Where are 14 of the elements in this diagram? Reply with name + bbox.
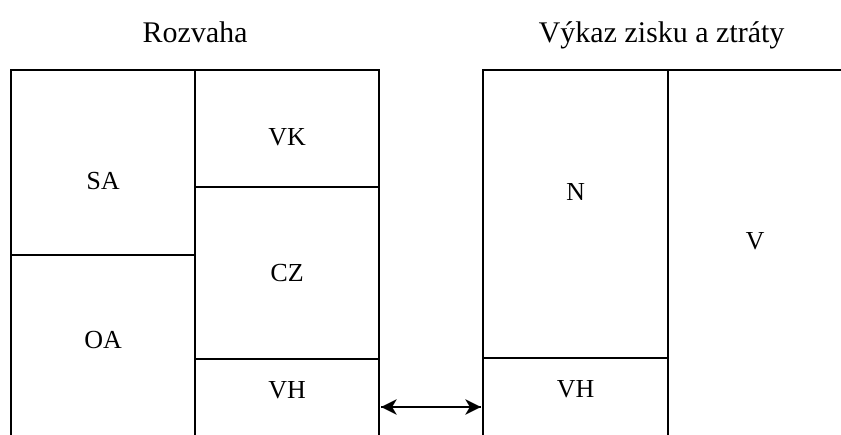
section-label: OA	[84, 326, 122, 352]
account-section	[10, 69, 196, 256]
section-label: SA	[86, 168, 120, 194]
double-arrow	[381, 399, 481, 415]
account-section	[194, 69, 380, 188]
statement-heading: Výkaz zisku a ztráty	[538, 15, 784, 51]
section-label: VH	[268, 376, 306, 402]
statement-heading: Rozvaha	[142, 15, 248, 51]
section-label: CZ	[270, 260, 304, 286]
account-section	[482, 69, 669, 359]
section-label: VH	[556, 376, 594, 402]
section-label: N	[566, 179, 585, 205]
section-label: VK	[268, 124, 306, 150]
section-label: V	[746, 228, 764, 254]
